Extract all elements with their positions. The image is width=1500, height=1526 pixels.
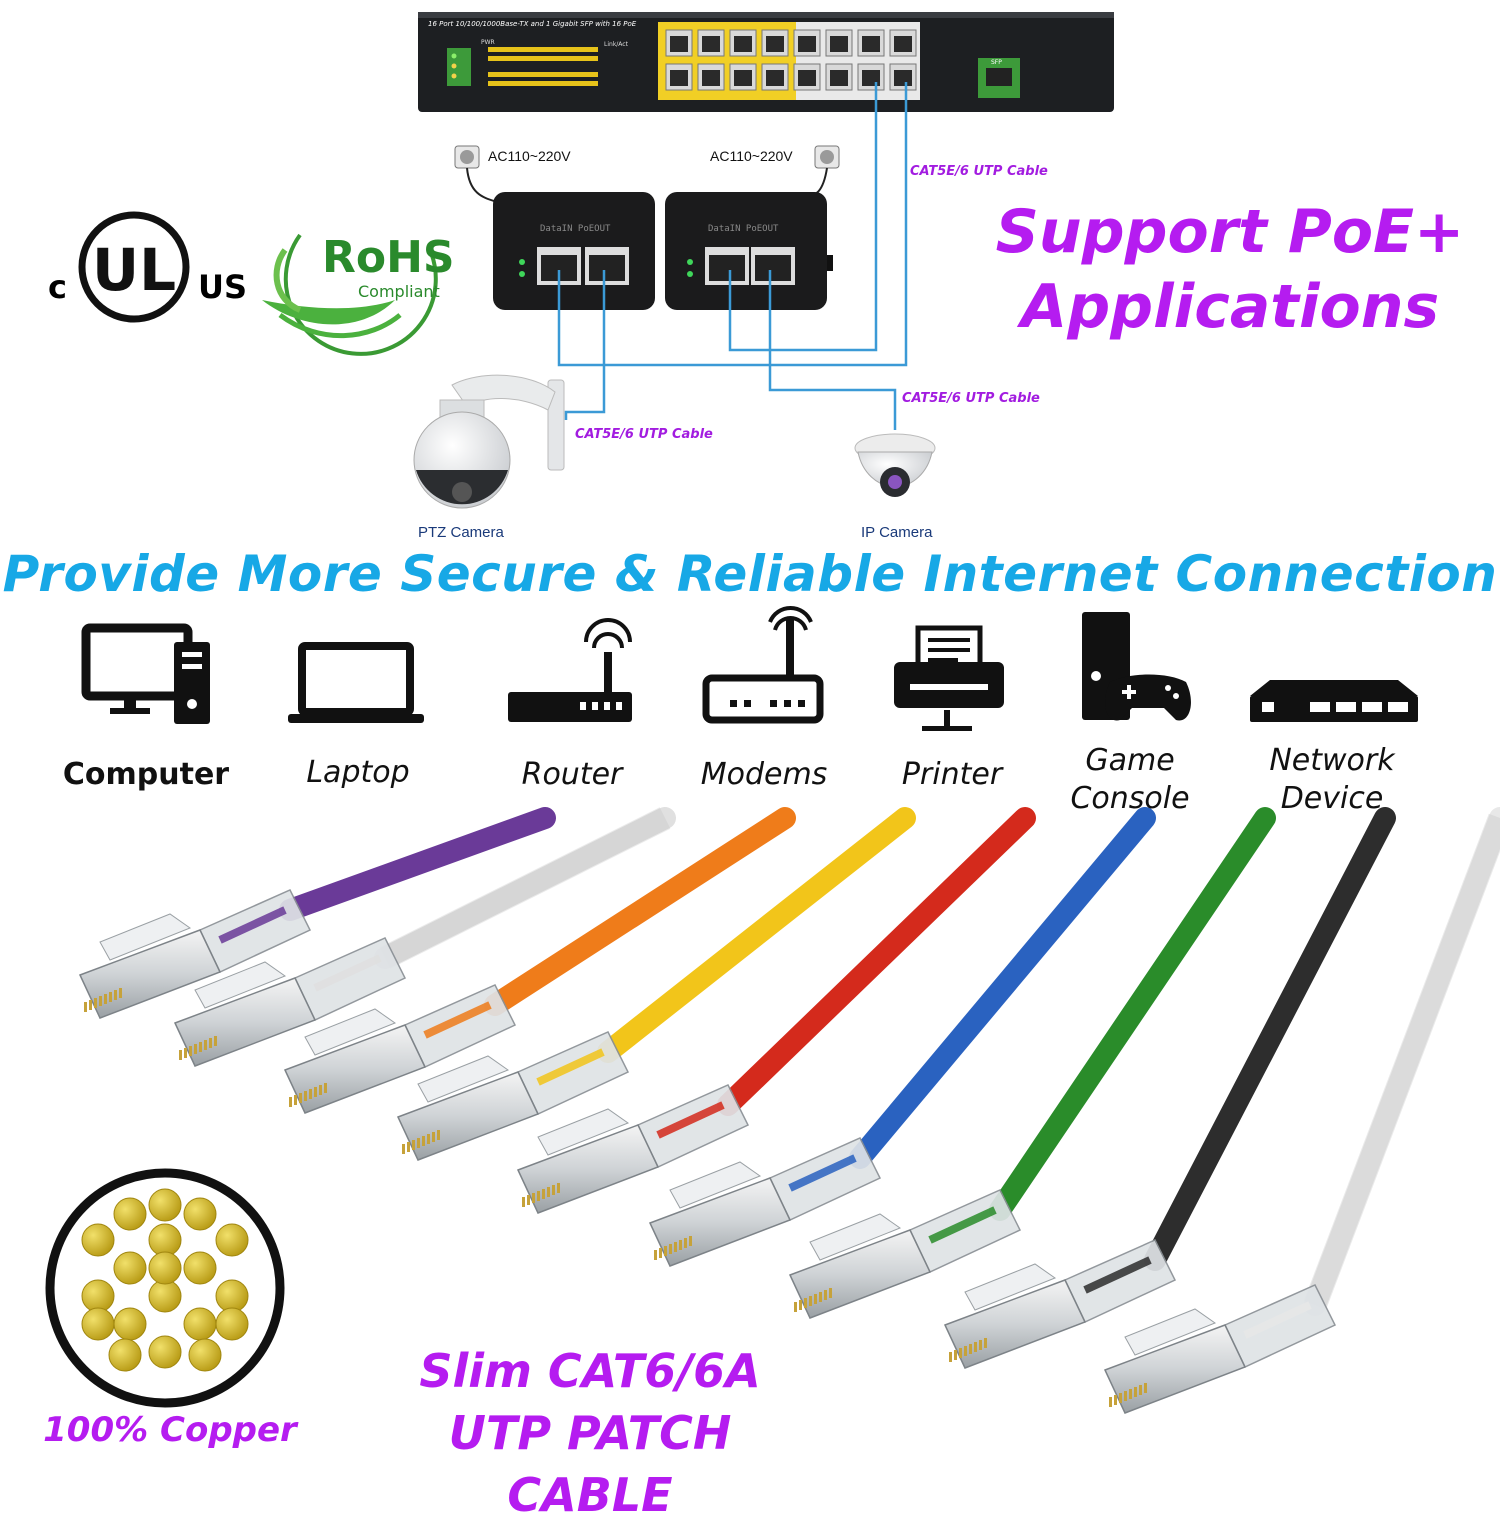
cable-label-ip: CAT5E/6 UTP Cable: [902, 391, 1040, 406]
device-label-modems: Modems: [700, 757, 828, 792]
cable-jacket: [597, 807, 916, 1063]
copper-strand: [113, 1251, 147, 1285]
patch-cable: [78, 807, 556, 1019]
rohs-sub: Compliant: [358, 282, 440, 301]
ip-camera-label: IP Camera: [861, 524, 933, 541]
ul-certification-logo: UL c US: [48, 211, 247, 323]
copper-strand: [108, 1338, 142, 1372]
cable-boot: [1223, 1284, 1337, 1368]
device-label-network-device: Network Device: [1269, 743, 1395, 816]
injector-port-labels-2: DataIN PoEOUT: [708, 224, 779, 234]
copper-strand: [215, 1223, 249, 1257]
power-label-left: AC110~220V: [488, 148, 571, 164]
copper-strand: [113, 1307, 147, 1341]
patch-cable: [396, 807, 916, 1161]
device-label-laptop: Laptop: [306, 755, 410, 790]
product-label-line2: UTP PATCH CABLE: [448, 1406, 732, 1522]
device-label-router: Router: [521, 757, 623, 792]
computer-icon: [81, 623, 210, 724]
rohs-title: RoHS: [322, 232, 455, 283]
indicator-panel: [447, 48, 471, 86]
ptz-camera: [413, 374, 565, 509]
cable-jacket: [374, 807, 676, 969]
copper-strand: [148, 1188, 182, 1222]
cable-boot: [516, 1031, 630, 1115]
cable-jacket: [484, 807, 796, 1016]
cable-boot: [636, 1084, 750, 1168]
headline: Provide More Secure & Reliable Internet …: [2, 545, 1498, 603]
poe-title-line2: Applications: [1020, 272, 1440, 342]
copper-strand: [148, 1335, 182, 1369]
cable-jacket: [717, 807, 1036, 1116]
patch-cable: [173, 807, 676, 1067]
copper-strand: [148, 1251, 182, 1285]
copper-strand: [148, 1223, 182, 1257]
device-label-game-console: Game Console: [1070, 743, 1190, 816]
power-outlet-right: [799, 145, 840, 201]
laptop-icon: [288, 642, 424, 723]
cable-boot: [293, 937, 407, 1021]
game-console-icon: [1082, 612, 1191, 721]
patch-cable: [516, 807, 1036, 1214]
patch-cable-set: [78, 807, 1500, 1414]
patch-cable: [283, 807, 796, 1114]
copper-label: 100% Copper: [43, 1410, 297, 1450]
copper-strand: [183, 1197, 217, 1231]
ul-left-label: c: [48, 268, 67, 306]
copper-strand: [183, 1307, 217, 1341]
network-device-icon: [1250, 680, 1418, 722]
copper-strand: [81, 1223, 115, 1257]
cable-label-ptz: CAT5E/6 UTP Cable: [575, 427, 713, 442]
copper-strand: [183, 1251, 217, 1285]
cable-boot: [908, 1189, 1022, 1273]
product-label-line1: Slim CAT6/6A: [419, 1344, 761, 1398]
copper-strand: [215, 1279, 249, 1313]
rohs-compliant-logo: RoHS Compliant: [262, 232, 455, 356]
modem-icon: [702, 605, 824, 724]
cable-jacket: [849, 807, 1156, 1169]
ip-camera: [854, 433, 936, 497]
copper-strand: [215, 1307, 249, 1341]
cable-jacket: [1304, 807, 1500, 1316]
pwr-label: PWR: [481, 39, 495, 46]
copper-strand: [148, 1279, 182, 1313]
cable-boot: [1063, 1239, 1177, 1323]
device-label-printer: Printer: [901, 757, 1003, 792]
sfp-label: SFP: [991, 59, 1002, 66]
link-act-label: Link/Act: [604, 41, 629, 48]
cable-boot: [403, 984, 517, 1068]
ptz-camera-label: PTZ Camera: [418, 524, 504, 541]
copper-strand: [113, 1197, 147, 1231]
printer-icon: [894, 625, 1004, 731]
router-icon: [508, 618, 632, 722]
switch-label: 16 Port 10/100/1000Base-TX and 1 Gigabit…: [428, 20, 637, 28]
product-label: Slim CAT6/6A UTP PATCH CABLE: [370, 1340, 810, 1526]
cable-boot: [198, 889, 312, 973]
copper-cross-section: [45, 1168, 285, 1408]
ul-mark: UL: [92, 236, 176, 304]
cable-jacket: [279, 807, 556, 921]
device-label-computer: Computer: [62, 757, 230, 792]
ul-right-label: US: [198, 268, 247, 306]
copper-strand: [81, 1279, 115, 1313]
injector-port-labels: DataIN PoEOUT: [540, 224, 611, 234]
poe-switch: 16 Port 10/100/1000Base-TX and 1 Gigabit…: [418, 12, 1114, 112]
cable-label-switch: CAT5E/6 UTP Cable: [910, 164, 1048, 179]
copper-strand: [81, 1307, 115, 1341]
poe-injector-right: DataIN PoEOUT: [665, 192, 833, 310]
patch-cable: [943, 807, 1396, 1369]
poe-title-line1: Support PoE+: [995, 197, 1465, 267]
poe-injector-left: DataIN PoEOUT: [493, 192, 655, 310]
patch-cable: [788, 807, 1276, 1319]
copper-strand: [188, 1338, 222, 1372]
cable-boot: [768, 1137, 882, 1221]
patch-cable: [648, 807, 1156, 1267]
cable-jacket: [989, 807, 1276, 1221]
cable-jacket: [1144, 807, 1396, 1271]
power-label-right: AC110~220V: [710, 148, 793, 164]
network-cable-lines: [557, 82, 908, 430]
patch-cable: [1103, 807, 1500, 1414]
poe-title: Support PoE+ Applications: [980, 195, 1480, 345]
